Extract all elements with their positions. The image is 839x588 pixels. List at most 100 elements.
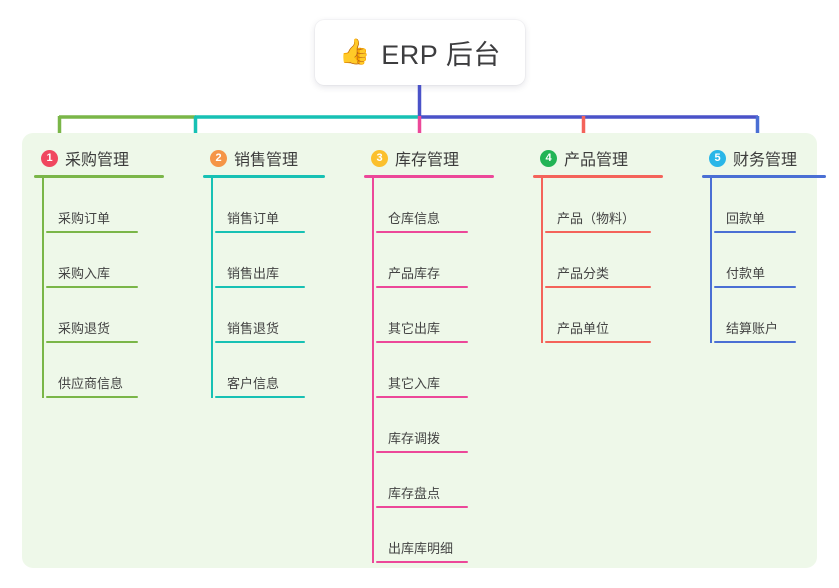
branch-item-underline <box>545 231 651 233</box>
branch-underline-3 <box>364 175 494 178</box>
branch-item-label: 产品分类 <box>557 266 610 281</box>
branch-item[interactable]: 结算账户 <box>714 288 817 343</box>
branch-header-4[interactable]: 4 产品管理 <box>533 143 690 173</box>
branch-item-label: 销售退货 <box>227 321 280 336</box>
branch-item[interactable]: 供应商信息 <box>46 343 191 398</box>
branch-item[interactable]: 产品库存 <box>376 233 521 288</box>
branch-item-label: 结算账户 <box>726 321 779 336</box>
branch-item-underline <box>714 231 796 233</box>
branch-item[interactable]: 库存调拨 <box>376 398 521 453</box>
branch-item[interactable]: 销售退货 <box>215 288 352 343</box>
branch-underline-2 <box>203 175 325 178</box>
branch-header-1[interactable]: 1 采购管理 <box>34 143 191 173</box>
branch-item-label: 其它入库 <box>388 376 441 391</box>
branch-item[interactable]: 客户信息 <box>215 343 352 398</box>
branch-item[interactable]: 产品分类 <box>545 233 690 288</box>
branch-item-label: 回款单 <box>726 211 766 226</box>
branch-header-3[interactable]: 3 库存管理 <box>364 143 521 173</box>
branch-item-underline <box>46 341 138 343</box>
branch-item-label: 出库库明细 <box>388 541 454 556</box>
branch-underline-1 <box>34 175 164 178</box>
branch-item[interactable]: 其它出库 <box>376 288 521 343</box>
branch-item-label: 产品库存 <box>388 266 441 281</box>
branch-item[interactable]: 付款单 <box>714 233 817 288</box>
branch-item-underline <box>376 561 468 563</box>
branch-item-underline <box>46 396 138 398</box>
branch-spine-1 <box>42 178 44 398</box>
branch-badge-4: 4 <box>540 149 557 167</box>
branch-item[interactable]: 回款单 <box>714 178 817 233</box>
branch-badge-5: 5 <box>709 149 726 167</box>
branch-items-4: 产品（物料） 产品分类产品单位 <box>533 178 690 343</box>
branch-header-2[interactable]: 2 销售管理 <box>203 143 352 173</box>
branches-panel <box>22 133 817 568</box>
branch-title-3: 库存管理 <box>395 152 460 169</box>
branch-item[interactable]: 其它入库 <box>376 343 521 398</box>
branch-item-underline <box>215 396 305 398</box>
branch-item[interactable]: 产品单位 <box>545 288 690 343</box>
branch-column-4: 4 产品管理产品（物料） 产品分类产品单位 <box>521 133 690 343</box>
branch-item-label: 销售订单 <box>227 211 280 226</box>
branch-column-2: 2 销售管理销售订单销售出库销售退货客户信息 <box>191 133 352 398</box>
branch-item-underline <box>46 231 138 233</box>
branch-item[interactable]: 采购订单 <box>46 178 191 233</box>
root-node[interactable]: 👍 ERP 后台 <box>315 20 525 85</box>
branch-item-underline <box>215 341 305 343</box>
branch-item-label: 库存盘点 <box>388 486 441 501</box>
branch-item[interactable]: 仓库信息 <box>376 178 521 233</box>
branch-items-2: 销售订单销售出库销售退货客户信息 <box>203 178 352 398</box>
branch-spine-3 <box>372 178 374 563</box>
branch-item-label: 客户信息 <box>227 376 280 391</box>
branch-item-underline <box>376 286 468 288</box>
branch-item-underline <box>46 286 138 288</box>
branch-badge-1: 1 <box>41 149 58 167</box>
branch-item-underline <box>376 506 468 508</box>
branch-items-1: 采购订单采购入库采购退货供应商信息 <box>34 178 191 398</box>
branch-item[interactable]: 销售订单 <box>215 178 352 233</box>
branch-items-3: 仓库信息产品库存其它出库其它入库库存调拨库存盘点出库库明细 <box>364 178 521 563</box>
branch-column-1: 1 采购管理采购订单采购入库采购退货供应商信息 <box>22 133 191 398</box>
branch-underline-5 <box>702 175 826 178</box>
branch-spine-4 <box>541 178 543 343</box>
branch-underline-4 <box>533 175 663 178</box>
branch-item-label: 仓库信息 <box>388 211 441 226</box>
branch-items-5: 回款单付款单结算账户 <box>702 178 817 343</box>
branch-badge-3: 3 <box>371 149 388 167</box>
branch-spine-5 <box>710 178 712 343</box>
branch-item[interactable]: 库存盘点 <box>376 453 521 508</box>
branch-item[interactable]: 采购退货 <box>46 288 191 343</box>
branch-item-underline <box>376 451 468 453</box>
branch-item-label: 其它出库 <box>388 321 441 336</box>
branch-item[interactable]: 采购入库 <box>46 233 191 288</box>
branch-item-underline <box>376 396 468 398</box>
branch-item-label: 库存调拨 <box>388 431 441 446</box>
branch-header-5[interactable]: 5 财务管理 <box>702 143 817 173</box>
root-title: ERP 后台 <box>381 40 501 70</box>
branch-item-label: 产品单位 <box>557 321 610 336</box>
thumbs-up-icon: 👍 <box>339 38 371 66</box>
branch-item-label: 销售出库 <box>227 266 280 281</box>
branch-title-5: 财务管理 <box>733 152 798 169</box>
branch-item-label: 采购订单 <box>58 211 111 226</box>
branch-column-5: 5 财务管理回款单付款单结算账户 <box>690 133 826 343</box>
branch-item-underline <box>215 286 305 288</box>
branch-item-underline <box>714 286 796 288</box>
branch-item-label: 产品（物料） <box>557 211 636 226</box>
branch-item-underline <box>376 231 468 233</box>
branch-title-4: 产品管理 <box>564 152 629 169</box>
branch-title-2: 销售管理 <box>234 152 299 169</box>
branch-item[interactable]: 销售出库 <box>215 233 352 288</box>
branch-title-1: 采购管理 <box>65 152 130 169</box>
branch-columns: 1 采购管理采购订单采购入库采购退货供应商信息 2 销售管理销售订单销售出库销售退货客… <box>22 133 826 568</box>
branch-item-underline <box>545 286 651 288</box>
branch-item-label: 采购入库 <box>58 266 111 281</box>
branch-item-label: 采购退货 <box>58 321 111 336</box>
branch-item-label: 付款单 <box>726 266 766 281</box>
branch-badge-2: 2 <box>210 149 227 167</box>
branch-item[interactable]: 产品（物料） <box>545 178 690 233</box>
branch-item[interactable]: 出库库明细 <box>376 508 521 563</box>
branch-spine-2 <box>211 178 213 398</box>
branch-item-underline <box>215 231 305 233</box>
branch-item-label: 供应商信息 <box>58 376 124 391</box>
